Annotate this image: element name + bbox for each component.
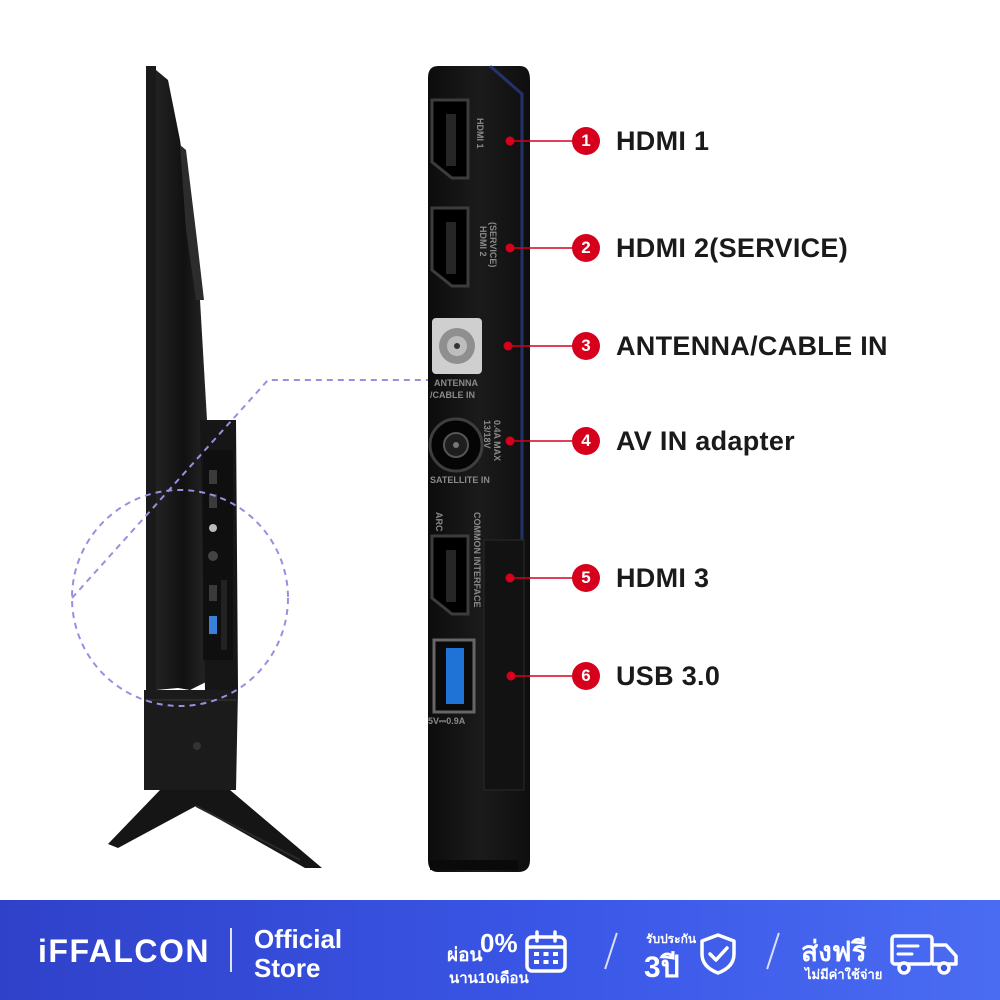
callout-label-antenna: ANTENNA/CABLE IN (616, 330, 888, 361)
callout-number-badge: 2 (572, 234, 600, 262)
callout-number-badge: 4 (572, 427, 600, 455)
callout-label-hdmi1: HDMI 1 (616, 125, 710, 156)
installment-label: ผ่อน (447, 945, 483, 966)
print-hdmi2-line1: HDMI 2 (478, 226, 488, 257)
installment-term: นาน10เดือน (449, 970, 529, 987)
divider (604, 932, 618, 970)
print-arc: ARC (434, 512, 444, 532)
callout-label-usb3: USB 3.0 (616, 660, 721, 691)
antenna-port (432, 318, 482, 374)
official-store-line1: Official (254, 924, 343, 954)
port-connectors (503, 136, 574, 681)
shield-check-icon (700, 933, 736, 975)
usb3-port (432, 638, 476, 714)
print-hdmi1: HDMI 1 (475, 118, 485, 149)
callout-label-hdmi2: HDMI 2(SERVICE) (616, 232, 849, 263)
divider (230, 928, 232, 972)
callout-number-badge: 3 (572, 332, 600, 360)
official-store-line2: Store (254, 953, 321, 983)
callout-label-hdmi3: HDMI 3 (616, 562, 710, 593)
print-common-interface: COMMON INTERFACE (472, 512, 482, 608)
bottom-brand-bar: iFFALCON Official Store ผ่อน 0% นาน10เดื… (0, 900, 1000, 1000)
print-antenna-line1: ANTENNA (434, 378, 478, 388)
panel-print: HDMI 1 HDMI 2 (SERVICE) ANTENNA /CABLE I… (428, 118, 502, 726)
callout-hdmi1: 1 HDMI 1 (572, 121, 709, 161)
hdmi1-port (430, 98, 470, 180)
print-sat-line1: 13/18V (482, 420, 492, 449)
warranty-years: 3ปี (644, 951, 680, 984)
hdmi3-port (430, 534, 470, 616)
callout-number-badge: 5 (572, 564, 600, 592)
callout-usb3: 6 USB 3.0 (572, 656, 720, 696)
satellite-port (428, 417, 484, 473)
callout-hdmi3: 5 HDMI 3 (572, 558, 709, 598)
callout-hdmi2: 2 HDMI 2(SERVICE) (572, 228, 848, 268)
callout-antenna: 3 ANTENNA/CABLE IN (572, 326, 888, 366)
free-shipping-note: ไม่มีค่าใช้จ่าย (805, 967, 883, 982)
tv-illustration: HDMI 1 HDMI 2 (SERVICE) ANTENNA /CABLE I… (71, 64, 574, 872)
print-sat-line3: SATELLITE IN (430, 475, 490, 485)
free-shipping-label: ส่งฟรี (801, 936, 867, 967)
tv-side-view (108, 66, 322, 868)
callout-number-badge: 6 (572, 662, 600, 690)
print-antenna-line2: /CABLE IN (430, 390, 475, 400)
print-usb-rating: 5V⎓0.9A (428, 716, 466, 726)
hdmi2-port (430, 206, 470, 288)
warranty-label: รับประกัน (646, 932, 697, 946)
calendar-icon (525, 930, 567, 973)
callout-label-av-in: AV IN adapter (616, 425, 795, 456)
print-hdmi2-line2: (SERVICE) (488, 222, 498, 267)
print-sat-line2: 0.4A MAX (492, 420, 502, 461)
installment-rate: 0% (480, 928, 518, 958)
brand-logo: iFFALCON (38, 933, 210, 969)
callout-av-in: 4 AV IN adapter (572, 421, 795, 461)
zoom-callout (71, 379, 430, 707)
delivery-truck-icon (890, 934, 958, 975)
callout-number-badge: 1 (572, 127, 600, 155)
divider (766, 932, 780, 970)
